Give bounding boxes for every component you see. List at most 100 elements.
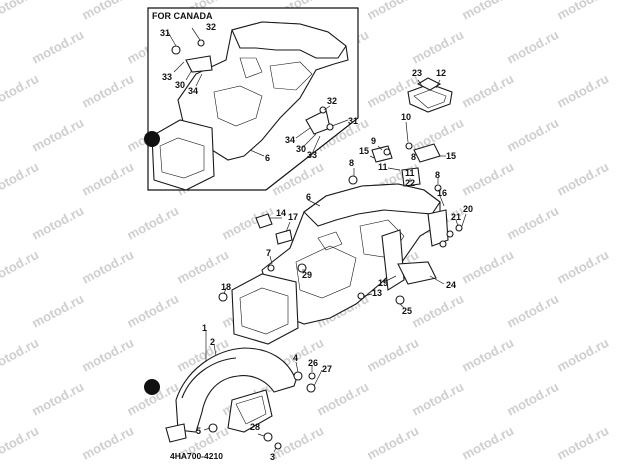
watermark-text: motod.ru	[0, 0, 41, 23]
watermark-text: motod.ru	[124, 203, 181, 243]
watermark-text: motod.ru	[0, 335, 41, 375]
watermark-text: motod.ru	[79, 247, 136, 287]
inset-fender-upper	[231, 21, 347, 59]
rear-license-box	[231, 273, 299, 345]
callout-11a: 11	[378, 162, 388, 172]
watermark-text: motod.ru	[504, 115, 561, 155]
callout-26: 26	[308, 358, 318, 368]
watermark-text: motod.ru	[364, 335, 421, 375]
watermark-text: motod.ru	[409, 291, 466, 331]
callout-12: 12	[436, 68, 446, 78]
rear-fender-main	[218, 142, 463, 345]
callout-19: 19	[378, 278, 388, 288]
callout-32: 32	[206, 22, 216, 32]
watermark-text: motod.ru	[0, 423, 41, 463]
inset-license-box	[151, 119, 215, 191]
callout-8a: 8	[349, 158, 354, 168]
watermark-text: motod.ru	[459, 423, 516, 463]
callout-31: 31	[160, 28, 170, 38]
diagram-code: 4HA700-4210	[170, 451, 223, 461]
callout-20: 20	[463, 204, 473, 214]
watermark-text: motod.ru	[174, 247, 231, 287]
watermark-text: motod.ru	[79, 0, 136, 23]
callout-17: 17	[288, 212, 298, 222]
watermark-text: motod.ru	[364, 0, 421, 23]
watermark-text: motod.ru	[554, 423, 611, 463]
callout-28: 28	[250, 422, 260, 432]
watermark-text: motod.ru	[79, 423, 136, 463]
callout-13: 13	[372, 288, 382, 298]
callout-1: 1	[202, 323, 207, 333]
reference-dot-bottom	[144, 379, 160, 395]
callout-9: 9	[371, 136, 376, 146]
callout-6: 6	[306, 192, 311, 202]
watermark-text: motod.ru	[554, 159, 611, 199]
watermark-text: motod.ru	[554, 335, 611, 375]
callout-30: 30	[175, 80, 185, 90]
reference-dot-top	[144, 131, 160, 147]
watermark-text: motod.ru	[504, 203, 561, 243]
watermark-text: motod.ru	[554, 71, 611, 111]
front-fender-stay	[227, 389, 273, 433]
callout-14: 14	[276, 208, 286, 218]
watermark-text: motod.ru	[29, 27, 86, 67]
watermark-text: motod.ru	[459, 247, 516, 287]
watermark-text: motod.ru	[504, 27, 561, 67]
watermark-text: motod.ru	[124, 291, 181, 331]
callout-21: 21	[451, 212, 461, 222]
callout-4: 4	[293, 353, 298, 363]
watermark-text: motod.ru	[459, 0, 516, 23]
watermark-text: motod.ru	[0, 71, 41, 111]
callout-29: 29	[302, 270, 312, 280]
callout-34: 34	[188, 86, 198, 96]
watermark-text: motod.ru	[459, 159, 516, 199]
watermark-text: motod.ru	[504, 291, 561, 331]
callout-15b: 15	[446, 151, 456, 161]
callout-27: 27	[322, 364, 332, 374]
watermark-text: motod.ru	[409, 27, 466, 67]
watermark-text: motod.ru	[79, 159, 136, 199]
callout-33: 33	[162, 72, 172, 82]
watermark-text: motod.ru	[29, 291, 86, 331]
callout-23: 23	[412, 68, 422, 78]
inset-title: FOR CANADA	[152, 11, 213, 21]
callout-8b: 8	[411, 152, 416, 162]
leader-lines	[167, 27, 467, 453]
front-fender	[165, 347, 316, 450]
watermark-text: motod.ru	[364, 423, 421, 463]
callout-7: 7	[266, 248, 271, 258]
callout-3: 3	[270, 452, 275, 462]
watermark-text: motod.ru	[0, 159, 41, 199]
watermark-text: motod.ru	[79, 335, 136, 375]
callout-32b: 32	[327, 96, 337, 106]
callout-labels: 31 32 33 30 34 32 31 34 30 33 6 23 12 10…	[160, 22, 473, 462]
callout-8c: 8	[435, 170, 440, 180]
watermark-text: motod.ru	[459, 335, 516, 375]
watermark-text: motod.ru	[409, 379, 466, 419]
callout-33b: 33	[307, 150, 317, 160]
callout-16: 16	[437, 188, 447, 198]
watermark-text: motod.ru	[29, 115, 86, 155]
watermark-text: motod.ru	[314, 379, 371, 419]
callout-22: 22	[405, 178, 415, 188]
callout-25: 25	[402, 306, 412, 316]
callout-15a: 15	[359, 146, 369, 156]
watermark-text: motod.ru	[29, 379, 86, 419]
callout-2: 2	[210, 337, 215, 347]
clip-assembly	[407, 77, 453, 113]
callout-5: 5	[196, 426, 201, 436]
callout-24: 24	[446, 280, 456, 290]
watermark-text: motod.ru	[29, 203, 86, 243]
watermark-text: motod.ru	[554, 247, 611, 287]
watermark-text: motod.ru	[459, 71, 516, 111]
callout-30b: 30	[296, 144, 306, 154]
watermark-text: motod.ru	[554, 0, 611, 23]
callout-6-inset: 6	[265, 153, 270, 163]
watermark-text: motod.ru	[504, 379, 561, 419]
callout-31b: 31	[348, 116, 358, 126]
callout-10: 10	[401, 112, 411, 122]
callout-11b: 11	[405, 168, 415, 178]
watermark-text: motod.ru	[79, 71, 136, 111]
callout-18: 18	[221, 282, 231, 292]
